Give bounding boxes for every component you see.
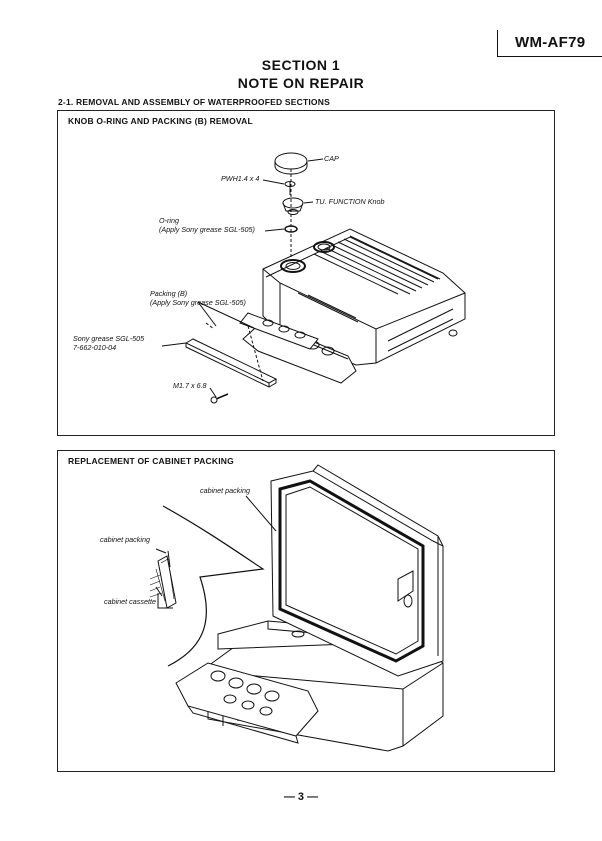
knob-exploded-diagram [161, 152, 466, 404]
panel-title: REPLACEMENT OF CABINET PACKING [68, 456, 234, 466]
model-number: WM-AF79 [515, 34, 586, 51]
packing-note-label: (Apply Sony grease SGL-505) [150, 298, 246, 307]
cassette-door-drawing [175, 662, 319, 744]
radio-body-drawing [262, 228, 466, 366]
cap-label: CAP [324, 154, 339, 163]
cabinet-packing-diagram [149, 464, 444, 752]
section-number: SECTION 1 [261, 57, 341, 73]
washer-drawing [284, 181, 296, 195]
knob-label: TU. FUNCTION Knob [315, 197, 385, 206]
subsection-heading: 2-1. REMOVAL AND ASSEMBLY OF WATERPROOFE… [58, 97, 330, 107]
cabinet-packing-label: cabinet packing [200, 486, 250, 495]
section-title: NOTE ON REPAIR [237, 75, 365, 91]
packing-strip-drawing [184, 338, 278, 388]
cabinet-packing-panel: REPLACEMENT OF CABINET PACKING [57, 450, 555, 772]
packing-label: Packing (B) [150, 289, 188, 298]
panel-title: KNOB O-RING AND PACKING (B) REMOVAL [68, 116, 253, 126]
page-number: — 3 — [283, 791, 319, 803]
detail-packing-label: cabinet packing [100, 535, 150, 544]
cabinet-cassette-label: cabinet cassette [104, 597, 156, 606]
cabinet-lid-drawing [270, 464, 444, 677]
oring-label: O-ring [159, 216, 179, 225]
grease-partno-label: 7-662-010-04 [73, 343, 117, 352]
detail-callout-drawing [149, 505, 265, 667]
grease-label: Sony grease SGL-505 [73, 334, 145, 343]
model-box [497, 30, 602, 57]
oring-note-label: (Apply Sony grease SGL-505) [159, 225, 255, 234]
pwh-label: PWH1.4 x 4 [221, 174, 260, 183]
screw-drawing [210, 393, 229, 404]
battery-door-drawing [239, 312, 357, 384]
function-knob-drawing [282, 197, 304, 215]
knob-oring-panel: KNOB O-RING AND PACKING (B) REMOVAL [57, 110, 555, 436]
screw-label: M1.7 x 6.8 [173, 381, 207, 390]
